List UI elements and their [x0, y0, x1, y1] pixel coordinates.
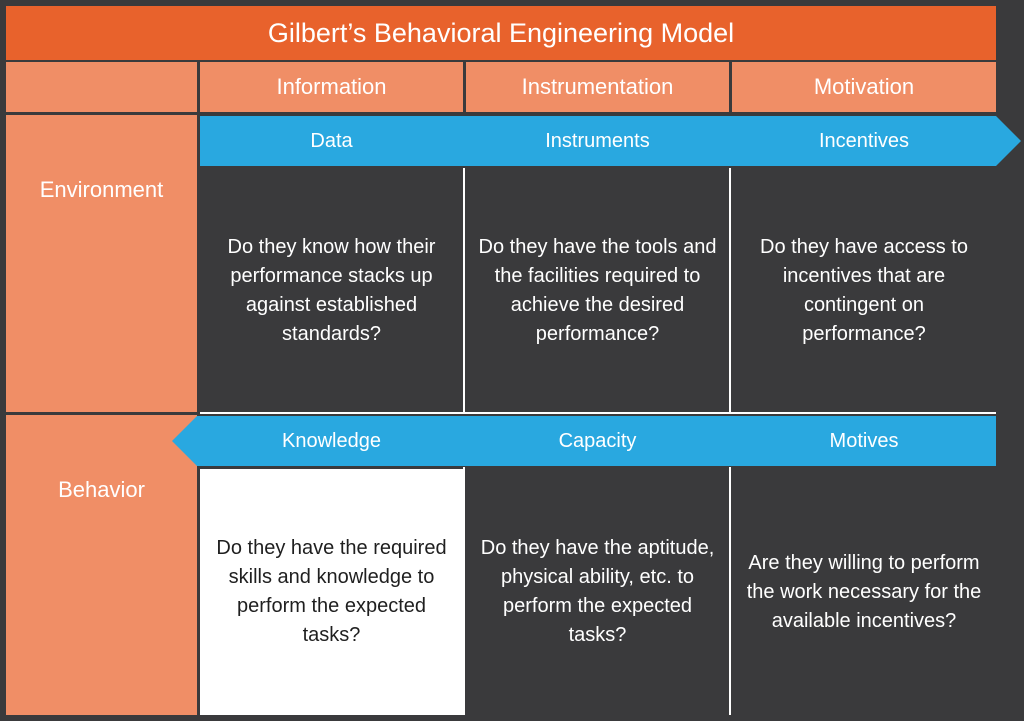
environment-arrow: [200, 116, 1021, 166]
diagram-title: Gilbert’s Behavioral Engineering Model: [6, 6, 996, 60]
column-header-information: Information: [200, 62, 463, 112]
corner-cell: [6, 62, 197, 112]
column-header-motivation: Motivation: [732, 62, 996, 112]
question-motives: Are they willing to perform the work nec…: [732, 469, 996, 715]
column-header-instrumentation: Instrumentation: [466, 62, 729, 112]
question-data: Do they know how their performance stack…: [200, 170, 463, 412]
row-label-behavior: Behavior: [6, 415, 197, 715]
category-knowledge: Knowledge: [282, 429, 381, 452]
grid-divider: [729, 168, 731, 412]
grid-divider: [200, 412, 996, 414]
grid-divider: [729, 467, 731, 715]
category-data: Data: [310, 129, 353, 152]
question-knowledge: Do they have the required skills and kno…: [200, 469, 463, 715]
question-capacity: Do they have the aptitude, physical abil…: [466, 469, 729, 715]
question-incentives: Do they have access to incentives that a…: [732, 170, 996, 412]
grid-divider: [463, 467, 465, 715]
question-instruments: Do they have the tools and the facilitie…: [466, 170, 729, 412]
category-instruments: Instruments: [545, 129, 650, 152]
row-label-environment: Environment: [6, 115, 197, 412]
category-motives: Motives: [829, 429, 899, 452]
category-capacity: Capacity: [558, 429, 637, 452]
grid-divider: [463, 168, 465, 412]
category-incentives: Incentives: [818, 129, 910, 152]
behavior-arrow: [172, 416, 996, 466]
